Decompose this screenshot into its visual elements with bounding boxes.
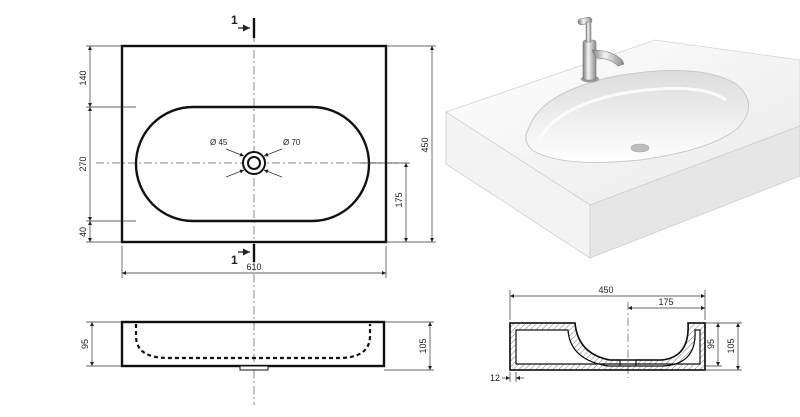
dim-front-basin-height: 95 — [80, 339, 90, 349]
dim-section-basin-height: 95 — [706, 339, 716, 349]
product-render — [445, 17, 800, 259]
faucet — [577, 17, 625, 83]
dim-section-total-height: 105 — [726, 338, 736, 353]
hidden-basin-profile — [134, 324, 372, 360]
drain: Ø 45 Ø 70 — [210, 138, 301, 178]
section-view: 450 175 95 105 12 — [490, 285, 742, 383]
drain-outer-diameter-label: Ø 70 — [283, 138, 301, 147]
section-marker-top: 1 — [231, 13, 256, 38]
dim-section-drain-offset: 175 — [658, 297, 673, 307]
right-dimensions: 450 175 — [360, 45, 436, 243]
dim-front-rim: 40 — [78, 227, 88, 237]
front-view-outline — [120, 320, 386, 368]
dim-section-depth: 450 — [598, 285, 613, 295]
sink-side-face — [589, 125, 800, 259]
render-drain — [630, 143, 650, 153]
dim-front-total-height: 105 — [418, 338, 428, 353]
section-marker-bottom: 1 — [231, 244, 256, 267]
basin-outline — [134, 105, 371, 223]
width-dimension: 610 — [121, 246, 387, 278]
drain-inner-diameter-label: Ø 45 — [210, 138, 228, 147]
dim-total-width: 610 — [246, 262, 261, 272]
dim-wall-thickness: 12 — [490, 373, 500, 383]
section-marker-label-top: 1 — [231, 13, 238, 27]
top-view: Ø 45 Ø 70 1 1 140 270 40 — [78, 13, 436, 405]
sink-basin — [525, 70, 749, 163]
dim-drain-offset: 175 — [394, 192, 404, 207]
section-marker-label-bottom: 1 — [231, 253, 238, 267]
dim-basin-depth: 270 — [78, 156, 88, 171]
dim-total-depth: 450 — [420, 137, 430, 152]
dim-back-rim: 140 — [78, 70, 88, 85]
top-view-outline — [120, 44, 388, 244]
drain-outlet — [239, 365, 269, 371]
front-view: 95 105 — [80, 320, 434, 371]
left-dimension-chain: 140 270 40 — [78, 45, 136, 243]
